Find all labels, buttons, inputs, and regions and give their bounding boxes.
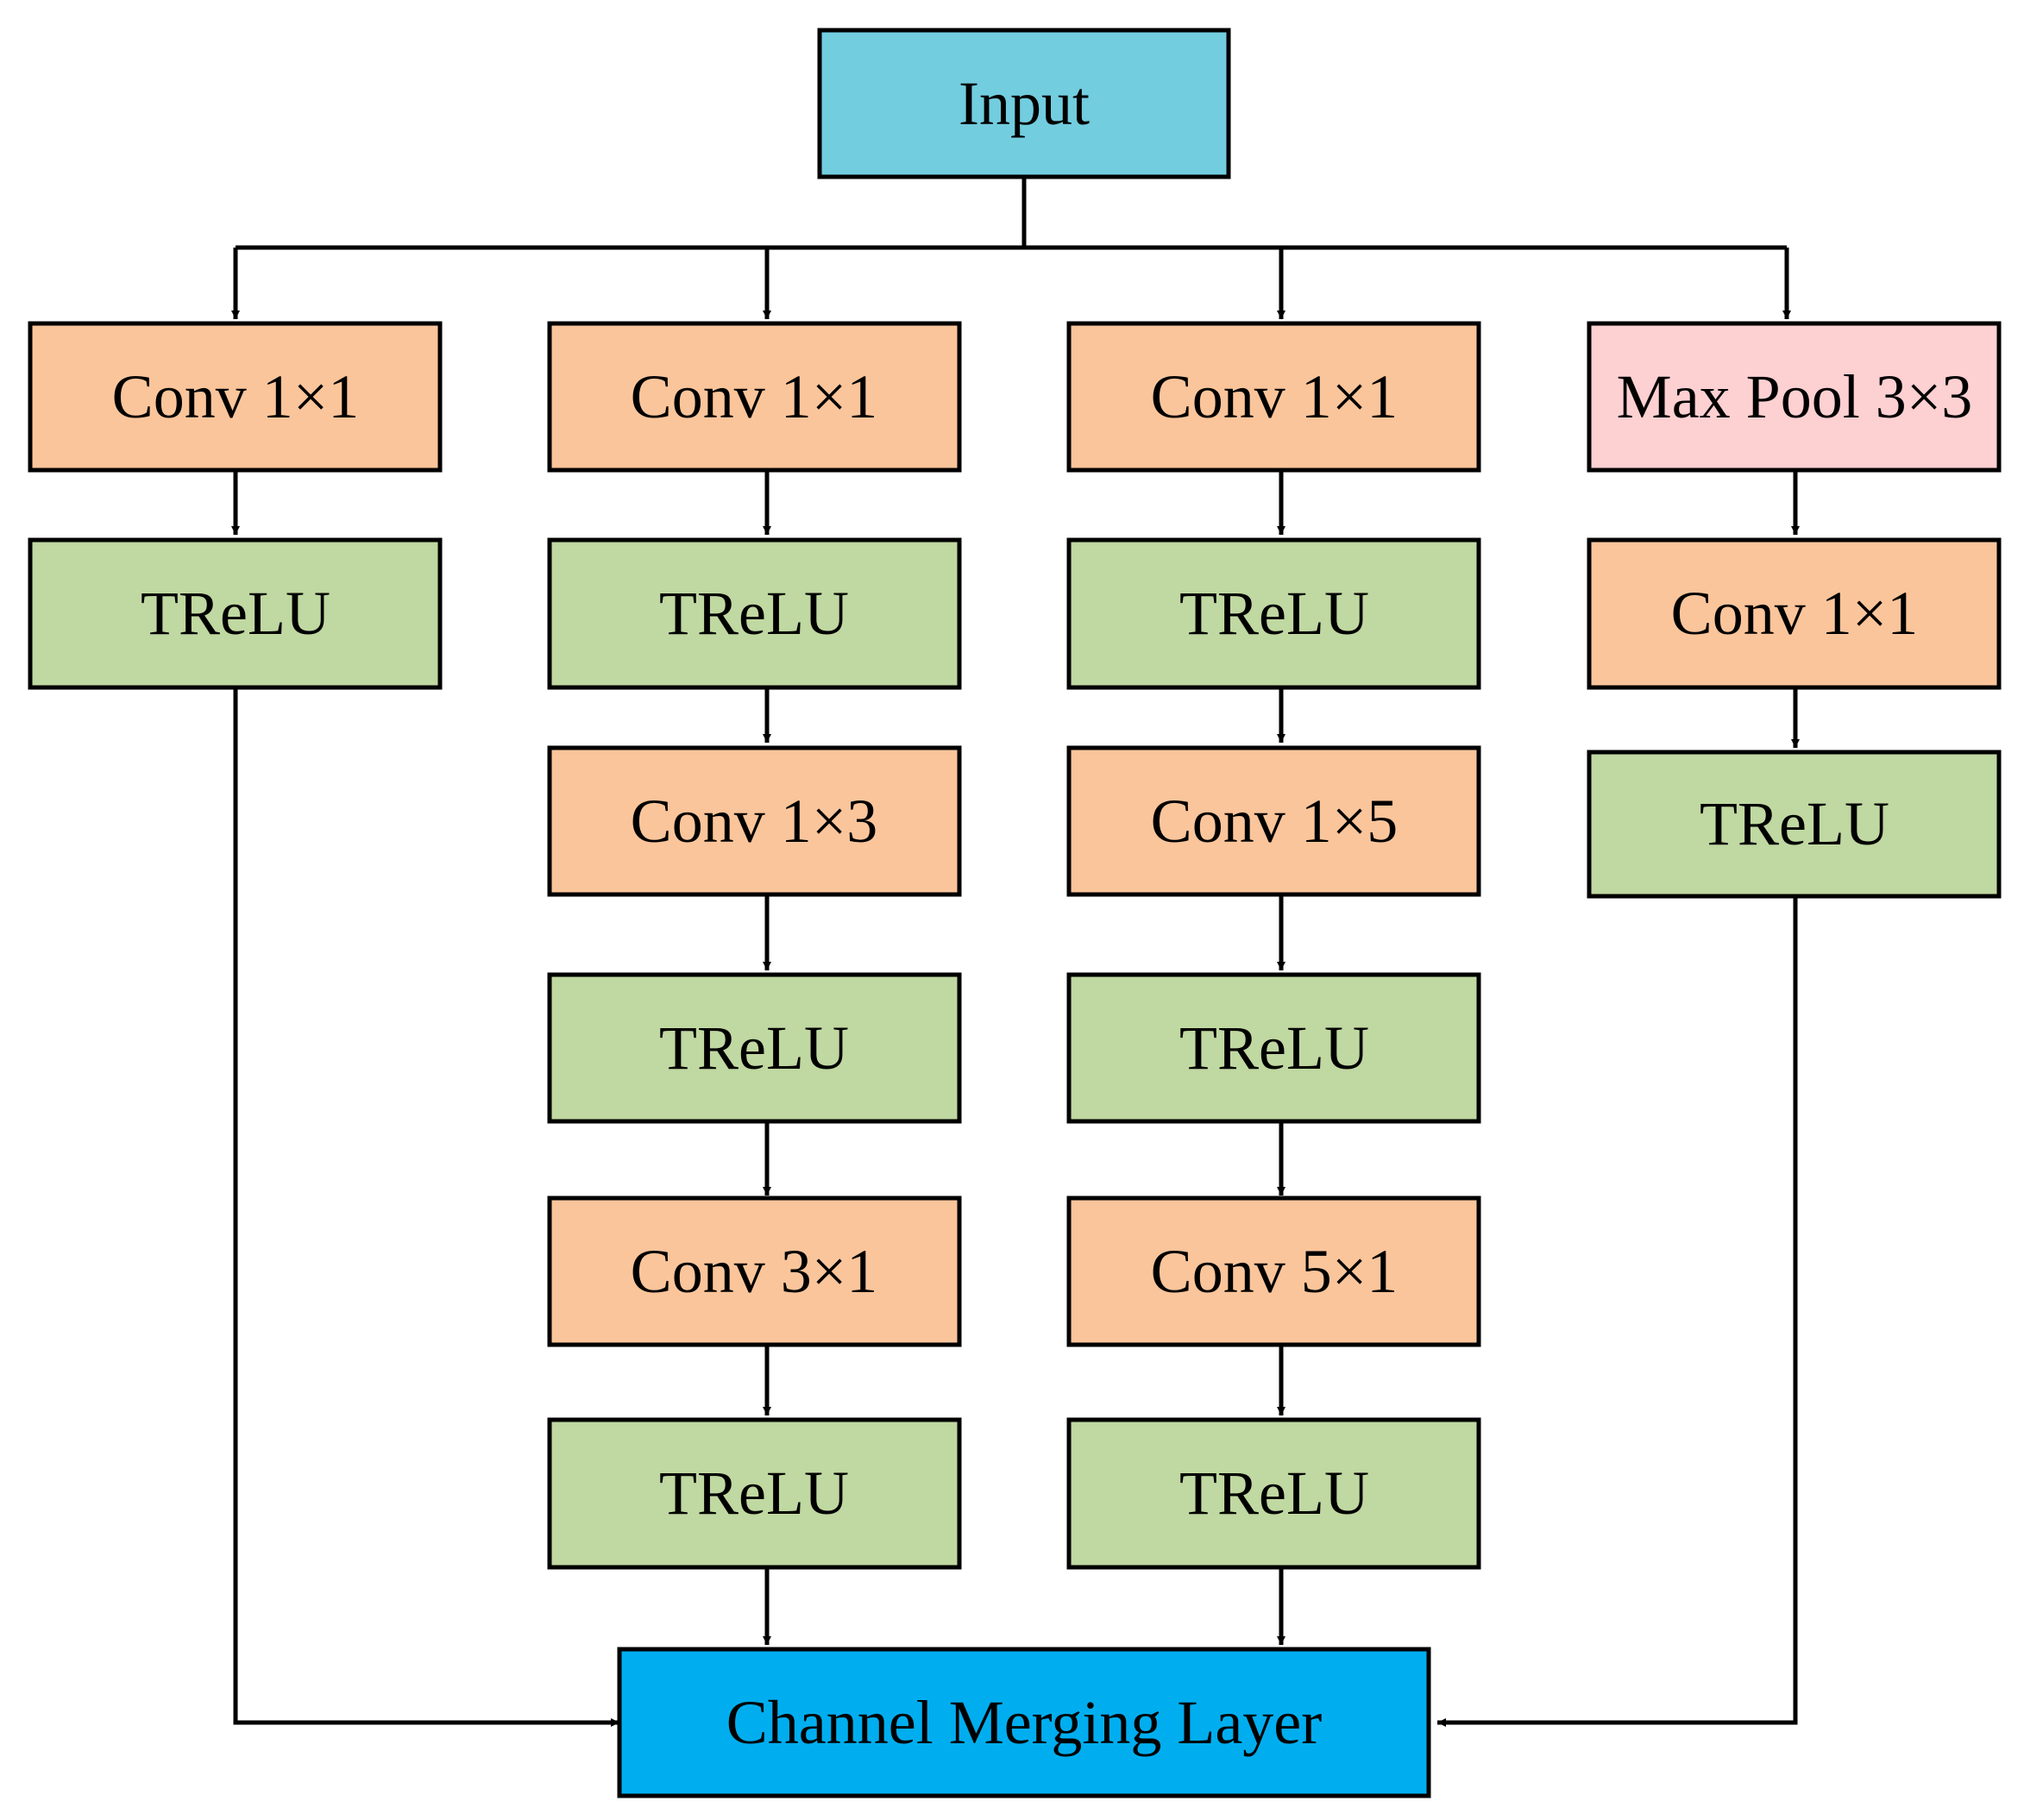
nodes: Input Conv 1×1 TReLU Conv 1×1 TReLU Conv… — [28, 28, 2002, 1798]
node-b3-conv2: Conv 1×5 — [1066, 745, 1481, 897]
node-b2-trelu2: TReLU — [547, 972, 962, 1124]
node-b2-conv2: Conv 1×3 — [547, 745, 962, 897]
node-b3-conv3: Conv 5×1 — [1066, 1196, 1481, 1347]
node-b4-pool-label: Max Pool 3×3 — [1617, 362, 1973, 431]
node-b3-trelu1: TReLU — [1066, 537, 1481, 690]
node-merge: Channel Merging Layer — [617, 1647, 1431, 1798]
node-b2-trelu3-label: TReLU — [659, 1459, 849, 1528]
node-b4-pool: Max Pool 3×3 — [1587, 321, 2002, 473]
node-input: Input — [817, 28, 1231, 179]
node-b3-conv3-label: Conv 5×1 — [1151, 1237, 1399, 1306]
node-merge-label: Channel Merging Layer — [726, 1688, 1322, 1757]
node-b2-trelu1-label: TReLU — [659, 579, 849, 648]
node-b3-trelu2: TReLU — [1066, 972, 1481, 1124]
node-b3-trelu3: TReLU — [1066, 1417, 1481, 1570]
node-b2-trelu1: TReLU — [547, 537, 962, 690]
node-b2-conv1: Conv 1×1 — [547, 321, 962, 473]
edge-b1-trelu-to-merge — [233, 687, 619, 1727]
node-b3-trelu3-label: TReLU — [1179, 1459, 1369, 1528]
node-b1-conv1-label: Conv 1×1 — [112, 362, 360, 431]
node-b3-trelu2-label: TReLU — [1179, 1014, 1369, 1083]
node-b3-conv2-label: Conv 1×5 — [1151, 787, 1399, 856]
node-b3-trelu1-label: TReLU — [1179, 579, 1369, 648]
node-input-label: Input — [959, 69, 1090, 138]
node-b4-trelu1-label: TReLU — [1700, 789, 1889, 858]
node-b3-conv1-label: Conv 1×1 — [1151, 362, 1399, 431]
node-b1-conv1: Conv 1×1 — [28, 321, 443, 473]
node-b2-conv3-label: Conv 3×1 — [631, 1237, 878, 1306]
node-b2-trelu2-label: TReLU — [659, 1014, 849, 1083]
node-b4-trelu1: TReLU — [1587, 750, 2002, 899]
node-b4-conv1: Conv 1×1 — [1587, 537, 2002, 690]
node-b2-conv1-label: Conv 1×1 — [631, 362, 878, 431]
connectors — [231, 177, 1800, 1727]
node-b4-conv1-label: Conv 1×1 — [1671, 579, 1919, 648]
node-b2-trelu3: TReLU — [547, 1417, 962, 1570]
node-b1-trelu1: TReLU — [28, 537, 443, 690]
node-b2-conv2-label: Conv 1×3 — [631, 787, 878, 856]
node-b1-trelu1-label: TReLU — [141, 579, 330, 648]
node-b2-conv3: Conv 3×1 — [547, 1196, 962, 1347]
edge-b4-trelu-to-merge — [1437, 896, 1798, 1727]
node-b3-conv1: Conv 1×1 — [1066, 321, 1481, 473]
